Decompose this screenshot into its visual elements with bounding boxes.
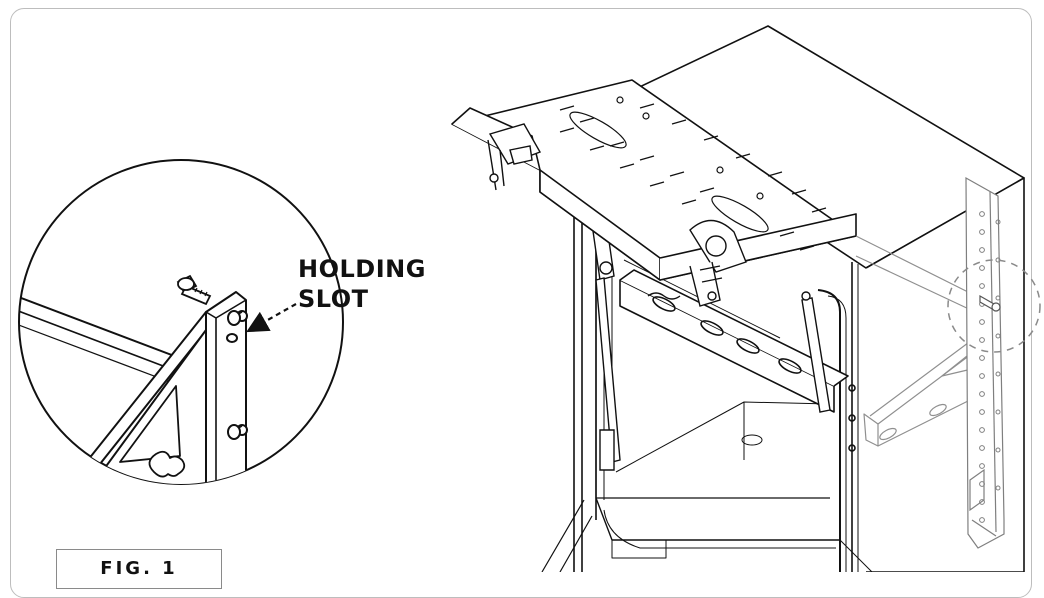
crossbar [619,269,849,413]
callout-line-1: HOLDING [298,255,426,283]
holding-slot-callout: HOLDING SLOT [298,254,426,314]
cabinet-left-post [573,196,597,572]
figure-label: FIG. 1 [56,549,222,589]
rail-screw [979,294,1001,312]
wall-rail [965,176,1005,549]
bolt [176,274,212,306]
detail-indicator-circle [947,259,1041,353]
installation-diagram [18,25,1041,572]
magnified-bracket [19,289,248,484]
latch-mechanism [487,123,747,307]
callout-line-2: SLOT [298,285,369,313]
